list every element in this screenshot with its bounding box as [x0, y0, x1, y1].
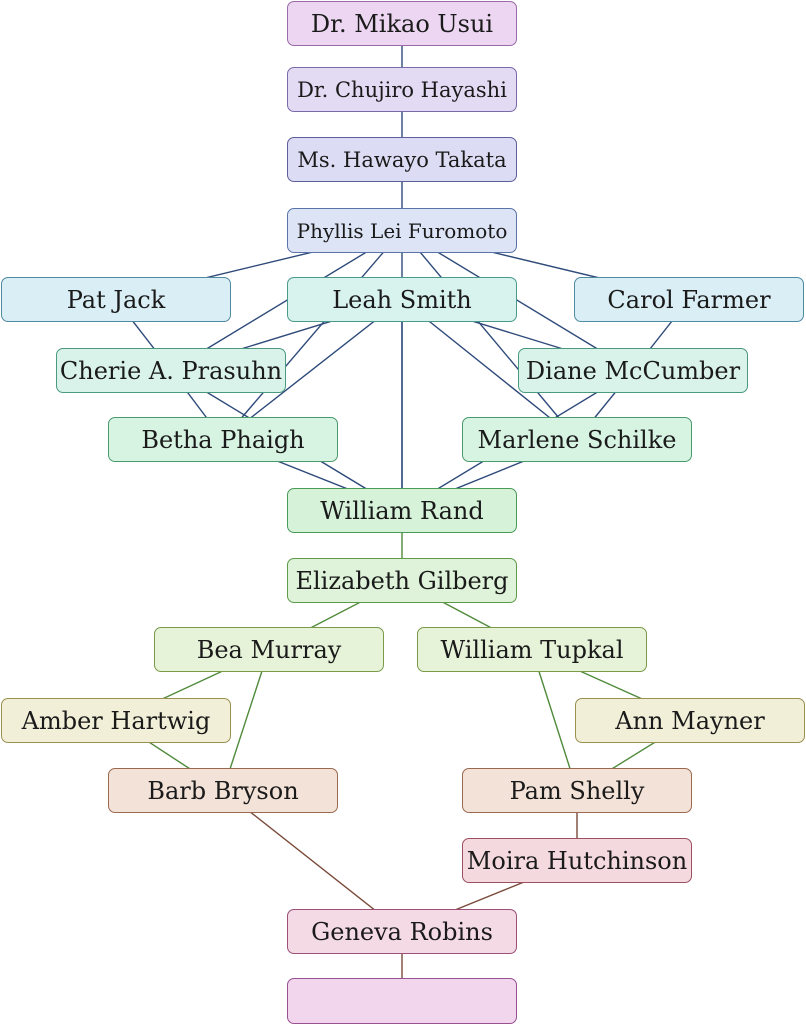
- connector-furomoto-marlene: [401, 230, 578, 440]
- node-usui: Dr. Mikao Usui: [287, 1, 517, 46]
- node-label: Pat Jack: [66, 285, 166, 314]
- connector-bea-barb: [222, 649, 270, 791]
- node-rand: William Rand: [287, 488, 517, 533]
- connector-tupkal-pam: [531, 649, 578, 791]
- node-geneva: Geneva Robins: [287, 909, 517, 954]
- node-label: Diane McCumber: [525, 356, 741, 385]
- node-label: Pam Shelly: [509, 776, 645, 805]
- node-label: Amber Hartwig: [21, 706, 211, 735]
- node-blank: [287, 978, 517, 1024]
- node-label: Dr. Mikao Usui: [310, 9, 494, 38]
- node-label: Marlene Schilke: [477, 425, 677, 454]
- node-label: Elizabeth Gilberg: [295, 566, 509, 595]
- node-ann: Ann Mayner: [575, 698, 805, 743]
- node-label: Ann Mayner: [615, 706, 765, 735]
- connector-leah-marlene: [401, 298, 578, 441]
- node-label: Cherie A. Prasuhn: [59, 356, 283, 385]
- node-pam: Pam Shelly: [462, 768, 692, 813]
- node-label: Leah Smith: [332, 285, 472, 314]
- connector-furomoto-cherie: [170, 229, 403, 372]
- node-diane: Diane McCumber: [518, 348, 748, 393]
- node-gilberg: Elizabeth Gilberg: [287, 558, 517, 603]
- node-label: Phyllis Lei Furomoto: [296, 218, 508, 243]
- node-cherie: Cherie A. Prasuhn: [56, 348, 286, 393]
- node-furomoto: Phyllis Lei Furomoto: [287, 208, 517, 253]
- node-carol: Carol Farmer: [574, 277, 804, 322]
- node-betha: Betha Phaigh: [108, 417, 338, 462]
- node-patjack: Pat Jack: [1, 277, 231, 322]
- node-label: Betha Phaigh: [141, 425, 305, 454]
- connector-barb-geneva: [222, 789, 403, 933]
- connector-leah-betha: [222, 298, 403, 441]
- node-tupkal: William Tupkal: [417, 627, 647, 672]
- node-amber: Amber Hartwig: [1, 698, 231, 743]
- node-barb: Barb Bryson: [108, 768, 338, 813]
- node-hayashi: Dr. Chujiro Hayashi: [287, 67, 517, 112]
- node-marlene: Marlene Schilke: [462, 417, 692, 462]
- node-label: Ms. Hawayo Takata: [297, 147, 507, 172]
- node-label: William Tupkal: [440, 635, 624, 664]
- node-bea: Bea Murray: [154, 627, 384, 672]
- connector-furomoto-diane: [401, 229, 634, 372]
- node-takata: Ms. Hawayo Takata: [287, 137, 517, 182]
- node-label: Bea Murray: [196, 635, 342, 664]
- node-label: Carol Farmer: [607, 285, 771, 314]
- node-label: Dr. Chujiro Hayashi: [297, 77, 507, 102]
- connector-furomoto-betha: [222, 230, 403, 440]
- node-leah: Leah Smith: [287, 277, 517, 322]
- node-label: Geneva Robins: [311, 917, 493, 946]
- node-moira: Moira Hutchinson: [462, 838, 692, 883]
- node-label: Moira Hutchinson: [466, 846, 688, 875]
- node-label: Barb Bryson: [147, 776, 299, 805]
- node-label: William Rand: [320, 496, 484, 525]
